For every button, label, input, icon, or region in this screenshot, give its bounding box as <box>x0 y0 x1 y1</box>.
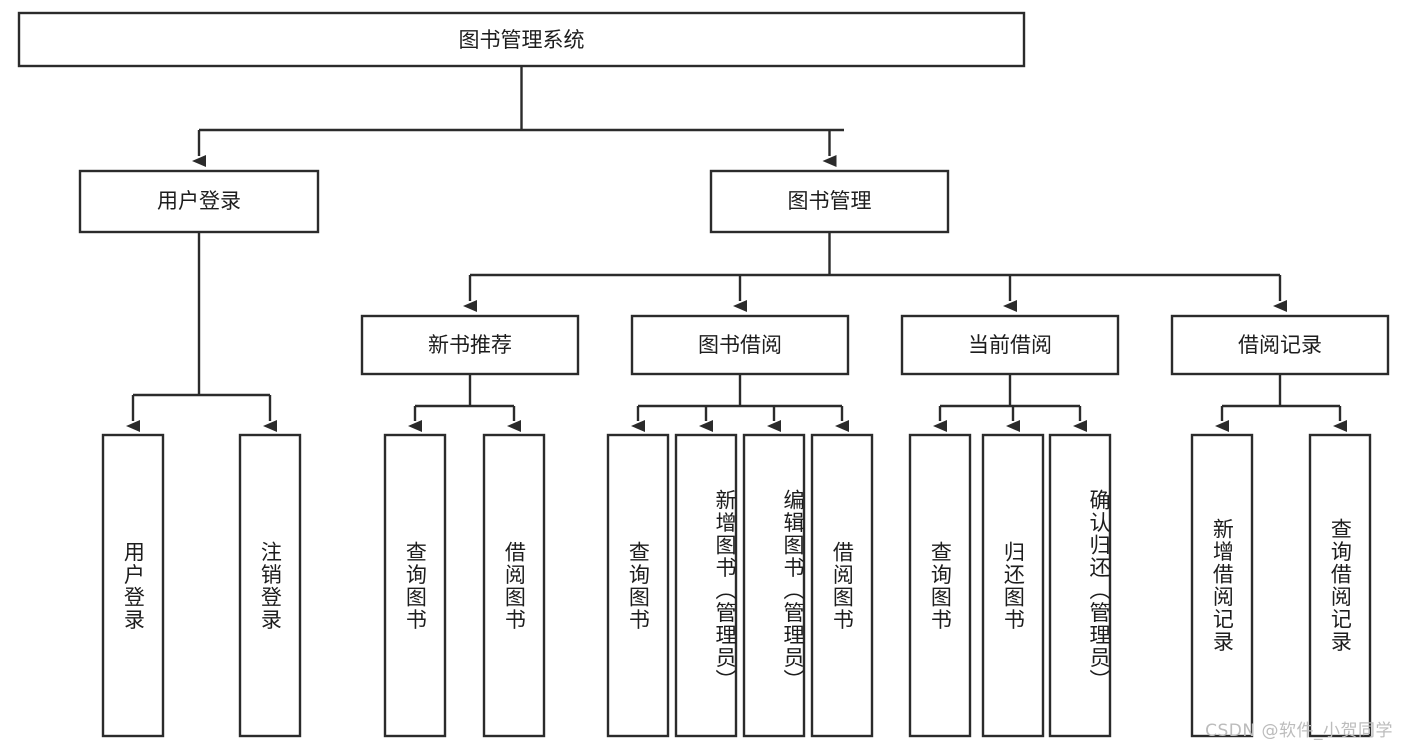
node-book-borrow-label: 图书借阅 <box>698 333 782 357</box>
node-root-label: 图书管理系统 <box>459 28 585 52</box>
connector-group-user-login <box>126 232 277 432</box>
leaf-box-logout[interactable] <box>238 433 302 738</box>
leaf-box-edit-book[interactable] <box>742 433 806 738</box>
connector-group-book-borrow <box>631 374 849 432</box>
node-current-borrow[interactable]: 当前借阅 <box>900 314 1120 376</box>
node-user-login-label: 用户登录 <box>157 189 241 213</box>
leaf-box-query-book-2[interactable] <box>606 433 670 738</box>
node-borrow-record-label: 借阅记录 <box>1238 333 1322 357</box>
node-new-book-recommend-label: 新书推荐 <box>428 333 512 357</box>
leaf-box-borrow-book-2[interactable] <box>810 433 874 738</box>
connector-group-current-borrow <box>933 374 1087 432</box>
leaf-box-add-record[interactable] <box>1190 433 1254 738</box>
leaf-box-query-book-3[interactable] <box>908 433 972 738</box>
leaf-box-return-book[interactable] <box>981 433 1045 738</box>
node-user-login[interactable]: 用户登录 <box>78 169 320 234</box>
connector-group-root <box>192 66 844 167</box>
node-root[interactable]: 图书管理系统 <box>17 11 1026 68</box>
leaf-boxes <box>101 433 1372 738</box>
node-current-borrow-label: 当前借阅 <box>968 333 1052 357</box>
connector-group-borrow-record <box>1215 374 1347 432</box>
leaf-box-user-login[interactable] <box>101 433 165 738</box>
leaf-box-query-record[interactable] <box>1308 433 1372 738</box>
node-new-book-recommend[interactable]: 新书推荐 <box>360 314 580 376</box>
node-book-manage-label: 图书管理 <box>788 189 872 213</box>
leaf-box-query-book-1[interactable] <box>383 433 447 738</box>
node-borrow-record[interactable]: 借阅记录 <box>1170 314 1390 376</box>
connector-group-book-manage <box>463 232 1287 312</box>
node-book-borrow[interactable]: 图书借阅 <box>630 314 850 376</box>
leaf-box-add-book[interactable] <box>674 433 738 738</box>
connector-group-new-book-recommend <box>408 374 521 432</box>
csdn-watermark: CSDN @软件_小贺同学 <box>1205 721 1393 741</box>
node-book-manage[interactable]: 图书管理 <box>709 169 950 234</box>
leaf-box-borrow-book-1[interactable] <box>482 433 546 738</box>
leaf-box-confirm-return[interactable] <box>1048 433 1112 738</box>
